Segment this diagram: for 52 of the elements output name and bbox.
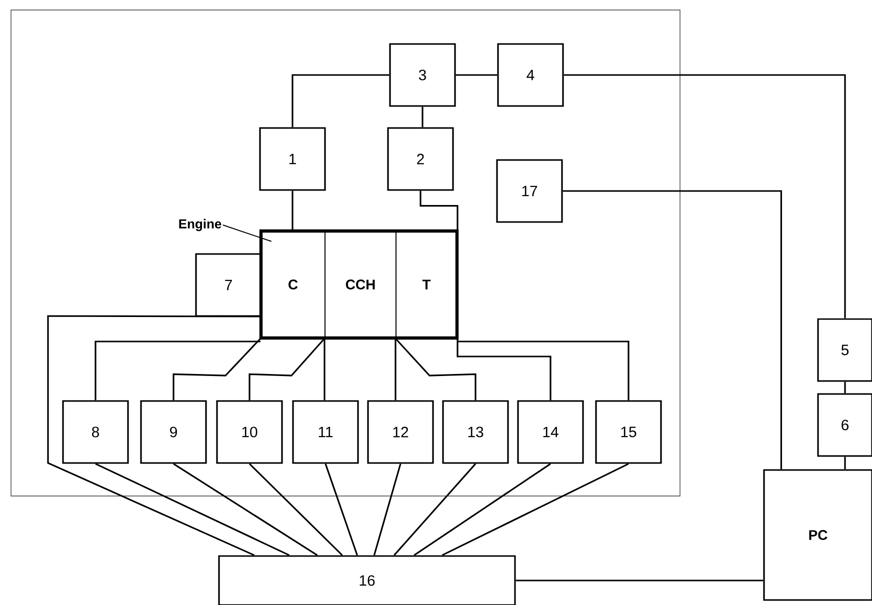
connector-line <box>394 338 396 400</box>
connector-line <box>47 315 260 556</box>
connector-line <box>173 463 318 556</box>
numbered-box: 8 <box>62 400 129 464</box>
section-box: T <box>396 230 458 338</box>
numbered-box: 5 <box>817 318 872 382</box>
connector-line <box>373 464 402 556</box>
connector-line <box>562 190 782 470</box>
connector-line <box>456 74 498 76</box>
connector-line <box>394 338 476 400</box>
connector-line <box>422 106 424 128</box>
numbered-box: 2 <box>387 127 454 191</box>
connector-line <box>844 456 846 470</box>
connector-line <box>248 338 326 400</box>
connector-line <box>456 338 552 400</box>
numbered-box: 13 <box>442 400 509 464</box>
connector-line <box>458 340 630 400</box>
engine-label: Engine <box>179 218 222 232</box>
connector-line <box>442 463 629 556</box>
connector-line <box>420 190 458 230</box>
numbered-box: 4 <box>497 43 564 107</box>
numbered-box: 12 <box>367 400 434 464</box>
numbered-box: 16 <box>218 555 516 605</box>
numbered-box: 7 <box>195 253 262 317</box>
numbered-box: 10 <box>216 400 283 464</box>
numbered-box: 11 <box>292 400 359 464</box>
connector-line <box>324 338 326 400</box>
numbered-box: 9 <box>140 400 207 464</box>
connector-line <box>292 190 294 230</box>
connector-line <box>95 463 290 556</box>
connector-line <box>844 382 846 394</box>
leader-line <box>222 224 272 242</box>
connector-line <box>292 74 390 128</box>
connector-line <box>516 580 764 582</box>
numbered-box: 1 <box>259 127 326 191</box>
connector-line <box>414 463 551 556</box>
section-box: CCH <box>324 230 396 338</box>
connector-line <box>324 464 358 556</box>
frame-box <box>10 10 680 496</box>
pc-box: PC <box>763 469 872 601</box>
numbered-box: 3 <box>389 43 456 107</box>
numbered-box: 6 <box>817 393 872 457</box>
engine-box <box>259 229 459 340</box>
section-box: C <box>260 230 326 338</box>
connector-line <box>172 338 262 400</box>
connector-line <box>94 340 260 400</box>
connector-line <box>248 463 343 556</box>
connector-line <box>564 74 846 318</box>
numbered-box: 14 <box>517 400 584 464</box>
numbered-box: 15 <box>595 400 662 464</box>
numbered-box: 17 <box>496 159 563 223</box>
connector-line <box>394 463 476 556</box>
